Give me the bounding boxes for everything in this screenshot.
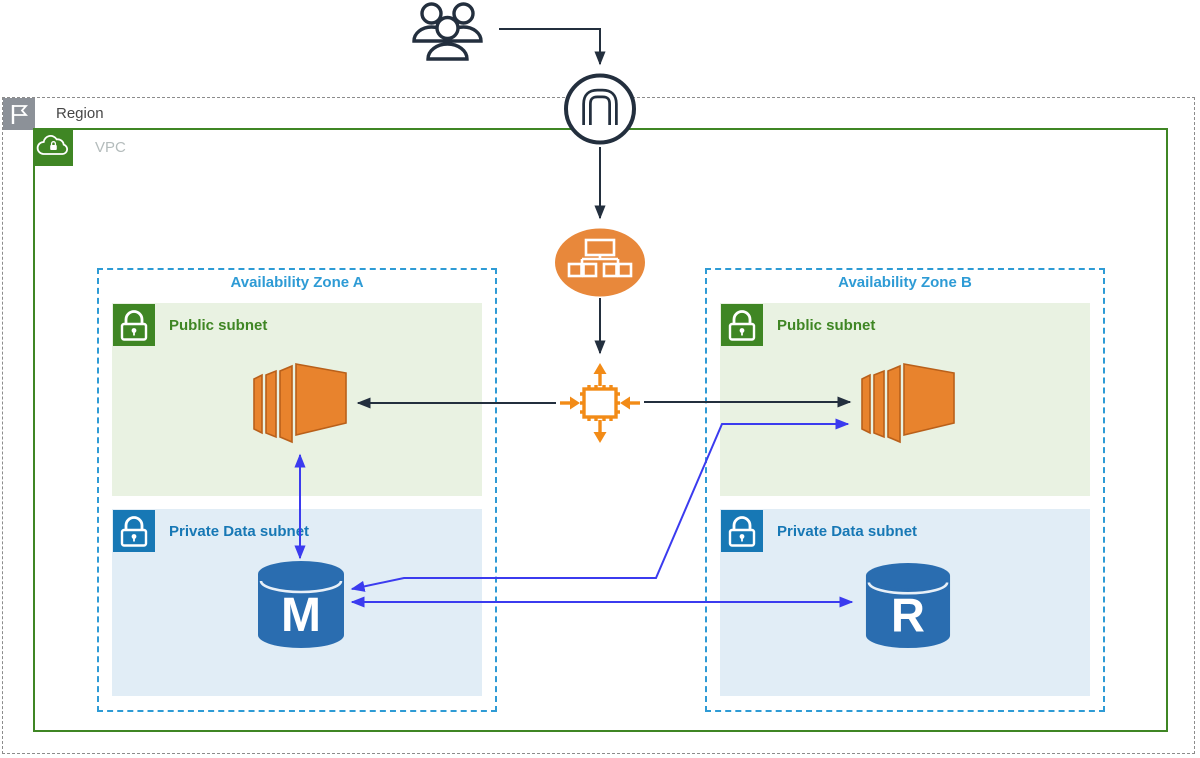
public-subnet-b-label: Public subnet xyxy=(777,316,876,334)
db-primary-letter: M xyxy=(281,589,321,642)
database-cylinder-icon: M xyxy=(258,561,344,648)
users-icon xyxy=(412,2,483,61)
lock-icon xyxy=(721,304,763,346)
availability-zone-a-title: Availability Zone A xyxy=(230,274,364,291)
ec2-instances-icon xyxy=(253,363,347,444)
ec2-instances-icon xyxy=(861,363,955,444)
network-chip-icon xyxy=(560,363,640,443)
region-label: Region xyxy=(56,105,104,122)
private-subnet-a-header: Private Data subnet xyxy=(113,510,309,552)
public-subnet-b-header: Public subnet xyxy=(721,304,875,346)
load-balancer-icon xyxy=(555,228,645,297)
vpc-label: VPC xyxy=(95,139,126,156)
availability-zone-b-title: Availability Zone B xyxy=(838,274,972,291)
lock-icon xyxy=(113,510,155,552)
region-flag-icon xyxy=(3,98,35,130)
lock-icon xyxy=(721,510,763,552)
internet-gateway-icon xyxy=(564,73,636,145)
private-subnet-b-label: Private Data subnet xyxy=(777,522,918,540)
public-subnet-a-header: Public subnet xyxy=(113,304,267,346)
public-subnet-a-label: Public subnet xyxy=(169,316,268,334)
db-replica-letter: R xyxy=(891,589,925,641)
database-cylinder-icon: R xyxy=(865,562,951,649)
edge-users-internet-gateway xyxy=(499,28,606,66)
private-subnet-b-header: Private Data subnet xyxy=(721,510,917,552)
lock-icon xyxy=(113,304,155,346)
private-subnet-a-label: Private Data subnet xyxy=(169,522,310,540)
vpc-cloud-icon xyxy=(33,128,73,166)
